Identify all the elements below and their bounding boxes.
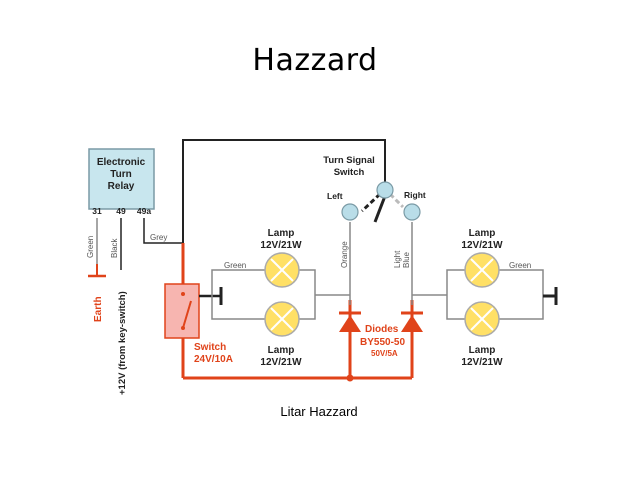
lamp-right-top-line-2: 12V/21W — [461, 240, 503, 251]
lamp-left-bottom-line-1: Lamp — [268, 345, 295, 356]
relay-terminal-31: 31 — [92, 206, 102, 216]
lamp-right-bottom-line-2: 12V/21W — [461, 357, 503, 368]
diodes-label-line-1: Diodes — [365, 324, 399, 335]
turn-signal-label-line-1: Turn Signal — [323, 155, 375, 166]
lamp-left-bottom-line-2: 12V/21W — [260, 357, 302, 368]
diodes-label-line-3: 50V/5A — [371, 349, 398, 358]
relay-terminal-49: 49 — [116, 206, 126, 216]
lamp-right-bottom-line-1: Lamp — [469, 345, 496, 356]
wire-label-green-relay: Green — [86, 236, 95, 258]
lamp-right-bottom — [464, 301, 500, 337]
wire-label-green-right: Green — [509, 261, 531, 270]
lamp-left-bottom — [264, 301, 300, 337]
turn-signal-switch — [341, 181, 421, 223]
relay-wires — [88, 139, 386, 278]
relay-label-line-1: Electronic — [97, 157, 146, 168]
relay-terminal-49a: 49a — [137, 206, 151, 216]
lamp-right-top-line-1: Lamp — [469, 228, 496, 239]
lamp-left-top-line-1: Lamp — [268, 228, 295, 239]
relay-label-line-3: Relay — [108, 181, 135, 192]
lamp-left-top-line-2: 12V/21W — [260, 240, 302, 251]
switch-label-line-1: Switch — [194, 342, 226, 353]
supply-label: +12V (from key-switch) — [117, 291, 128, 395]
diode-left — [339, 311, 361, 332]
wire-label-green-left: Green — [224, 261, 246, 270]
relay-label-line-2: Turn — [110, 169, 131, 180]
slide-title: Hazzard — [252, 43, 378, 78]
switch-label-line-2: 24V/10A — [194, 354, 233, 365]
electronic-turn-relay: Electronic Turn Relay 31 49 49a — [88, 148, 155, 216]
wire-label-blue: Blue — [402, 251, 411, 268]
switch-left-label: Left — [327, 191, 343, 201]
wire-label-black: Black — [110, 237, 119, 258]
lamp-right-top — [464, 252, 500, 288]
diodes-label-line-2: BY550-50 — [360, 337, 405, 348]
lamp-left-top — [264, 252, 300, 288]
turn-signal-label-line-2: Switch — [334, 167, 365, 178]
earth-label: Earth — [93, 296, 104, 322]
right-lamp-wiring — [411, 222, 558, 320]
wire-label-light: Light — [393, 250, 402, 268]
diode-right — [401, 311, 423, 332]
hazard-switch — [164, 283, 200, 339]
diagram-caption: Litar Hazzard — [280, 404, 358, 419]
switch-right-label: Right — [404, 190, 426, 200]
wire-label-orange: Orange — [340, 241, 349, 268]
wire-label-grey: Grey — [150, 233, 167, 242]
left-lamp-wiring — [199, 222, 351, 320]
